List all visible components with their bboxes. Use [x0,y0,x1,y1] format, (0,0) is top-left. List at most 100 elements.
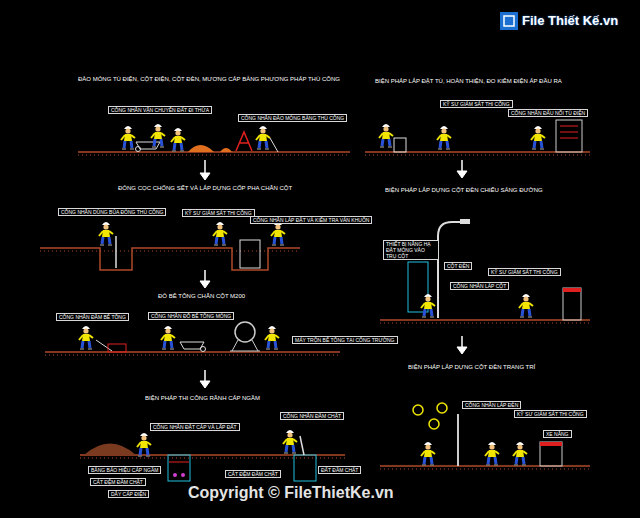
ground [380,319,590,321]
decor-lamp [413,405,423,415]
section-title-holder: BIỆN PHÁP LẮP DỰNG CỘT ĐÈN TRANG TRÍ [408,364,535,371]
ground-hatch [78,155,350,156]
section-title-holder: ĐỔ BÊ TÔNG CHÂN CỘT M200 [158,293,245,300]
callout-box: CÁT ĐỆM ĐẦM CHẶT [225,470,281,478]
callout-box: CỘT ĐÈN [444,262,472,270]
ground-rod [115,236,117,268]
callout-text: KỸ SƯ GIÁM SÁT THI CÔNG [517,411,584,417]
wheel [136,147,141,152]
arrow-shaft [461,160,463,172]
callout-text: CÔNG NHÂN ĐÀO MÓNG BẰNG THỦ CÔNG [241,115,344,121]
worker [171,128,185,151]
callout-text: KỸ SƯ GIÁM SÁT THI CÔNG [491,269,558,275]
callout-text: CÔNG NHÂN LẮP ĐÈN [465,402,518,408]
ground-hatch [380,323,590,324]
ground-lines [40,152,590,469]
worker [271,222,285,245]
callout-box: KỸ SƯ GIÁM SÁT THI CÔNG [182,209,255,217]
ground-hatch [40,251,300,252]
callout-text: ĐẤT ĐẦM CHẶT [321,467,358,473]
worker [421,442,435,465]
arrow-head [457,347,467,354]
logo-text: File Thiết Kế.vn [522,13,618,28]
worker [437,126,451,149]
callout-text: CÔNG NHÂN LẮP CỘT [453,283,506,289]
worker [531,126,545,149]
ground-hatch [365,155,590,156]
electric-cabinet [563,288,581,320]
worker [79,326,93,349]
callout-box: CÁT ĐỆM ĐẦM CHẶT [90,478,146,486]
electric-cabinet [540,442,562,466]
callout-text: CÔNG NHÂN VẬN CHUYỂN ĐẤT ĐI THỪA [111,107,209,113]
callout-box: CÔNG NHÂN ĐẶT CÁP VÀ LẤP ĐẤT [150,423,240,431]
callout-box: BĂNG BÁO HIỆU CÁP NGẦM [88,466,161,474]
logo-icon [500,12,518,30]
cabinet-detail [560,126,578,138]
section-title: BIỆN PHÁP LẮP ĐẶT TỦ, HOÀN THIỆN, ĐO KIỂ… [375,78,562,85]
worker [421,294,435,317]
arrow-shaft [204,370,206,382]
callout-text: CÔNG NHÂN LẮP ĐẶT VÀ KIỂM TRA VÁN KHUÔN [253,217,369,223]
shovel [270,138,278,152]
warning-tape [169,462,189,463]
arrow-shaft [204,270,206,282]
step-arrows [200,160,467,388]
callout-box: CÔNG NHÂN VẬN CHUYỂN ĐẤT ĐI THỪA [108,106,212,114]
cabinet-top [563,288,581,292]
callout-text: BĂNG BÁO HIỆU CÁP NGẦM [91,467,158,473]
callout-box: ĐẤT ĐẦM CHẶT [318,466,361,474]
watermark: Copyright © FileThietKe.vn [188,484,394,502]
callout-box: MÁY TRỘN BÊ TÔNG TẠI CÔNG TRƯỜNG [292,336,398,344]
cable-trench [168,455,190,481]
arrow-shaft [461,336,463,348]
section-title: BIỆN PHÁP LẮP DỰNG CỘT ĐÈN TRANG TRÍ [408,364,535,371]
callout-box: CÔNG NHÂN ĐẤU NỐI TỦ ĐIỆN [508,109,588,117]
worker [485,442,499,465]
callout-box: CÔNG NHÂN DÙNG BÚA ĐÓNG THỦ CÔNG [58,208,166,216]
electric-cabinet [556,120,582,152]
callout-box: CÔNG NHÂN LẮP CỘT [450,282,509,290]
callout-text: CÔNG NHÂN ĐẦM CHẶT [283,413,341,419]
section-title-holder: BIỆN PHÁP THI CÔNG RÃNH CÁP NGẦM [145,395,260,402]
worker [519,294,533,317]
callout-box: KỸ SƯ GIÁM SÁT THI CÔNG [488,268,561,276]
callout-box: CÔNG NHÂN LẮP ĐẶT VÀ KIỂM TRA VÁN KHUÔN [250,216,372,224]
ground-pits [40,248,300,270]
concrete-mixer [235,322,255,342]
callout-text: CÔNG NHÂN ĐẶT CÁP VÀ LẤP ĐẤT [153,424,237,430]
callout-text: CÔNG NHÂN DÙNG BÚA ĐÓNG THỦ CÔNG [61,209,163,215]
wheel [201,347,206,352]
cabinet-top [540,442,562,446]
callout-text: CÔNG NHÂN ĐỔ BÊ TÔNG MÓNG [151,313,231,319]
arrow-head [200,281,210,288]
meter-case [394,138,406,152]
worker [99,222,113,245]
wheelbarrow [136,142,160,149]
callout-text: CỘT ĐÈN [447,263,469,269]
callout-box: CÔNG NHÂN ĐỔ BÊ TÔNG MÓNG [148,312,234,320]
callout-box: KỸ SƯ GIÁM SÁT THI CÔNG [514,410,587,418]
callout-box: DÂY CÁP ĐIỆN [108,490,149,498]
worker [213,222,227,245]
callout-text: KỸ SƯ GIÁM SÁT THI CÔNG [185,210,252,216]
worker [161,326,175,349]
section-title: ĐÓNG CỌC CHỐNG SẾT VÀ LẮP DỰNG CỐP PHA C… [118,185,292,192]
cable [173,473,177,477]
callout-box: XE NÂNG [543,430,572,438]
arrow-head [200,381,210,388]
callout-text: DÂY CÁP ĐIỆN [111,491,146,497]
cable [181,473,185,477]
callout-text: XE NÂNG [546,431,569,437]
decor-lamp [437,403,447,413]
section-title: ĐỔ BÊ TÔNG CHÂN CỘT M200 [158,293,245,300]
soil-pile [220,148,232,152]
arrow-shaft [204,160,206,174]
lamp-head [460,219,470,224]
watermark-holder: Copyright © FileThietKe.vn [185,484,397,502]
worker [137,433,151,456]
worker [151,124,165,147]
ground-hatch [80,458,345,459]
logo-text-holder: File Thiết Kế.vn [522,13,618,28]
worker [121,126,135,149]
